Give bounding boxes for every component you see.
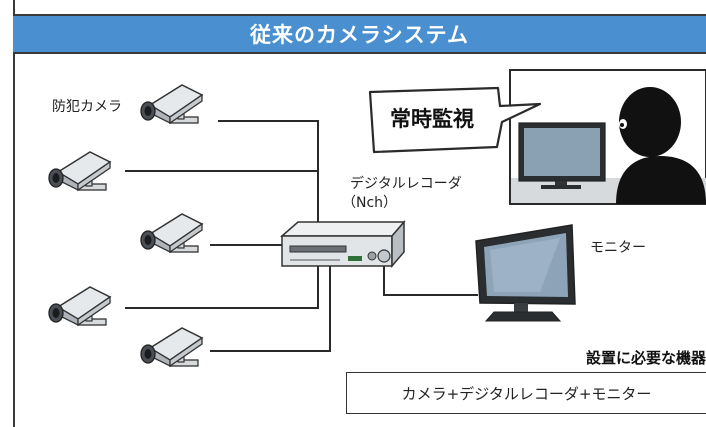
recorder-icon	[280, 219, 406, 269]
camera-icon	[140, 327, 203, 367]
speech-bubble	[368, 86, 542, 154]
camera-icon	[140, 213, 203, 253]
diagram-title: 従来のカメラシステム	[13, 14, 706, 54]
monitor-label: モニター	[590, 240, 646, 256]
camera-icon	[48, 286, 111, 326]
speech-text: 常時監視	[390, 107, 474, 131]
recorder-label: デジタルレコーダ	[350, 176, 462, 192]
observer-panel	[509, 69, 706, 205]
camera-icon	[48, 151, 111, 191]
camera-wiring	[125, 120, 478, 352]
camera-label: 防犯カメラ	[52, 99, 122, 115]
monitor-icon	[475, 224, 576, 322]
requirements-box: カメラ+デジタルレコーダ+モニター	[346, 372, 706, 414]
requirements-heading: 設置に必要な機器	[585, 349, 706, 367]
camera-icon	[140, 84, 203, 124]
recorder-channel-label: （Nch）	[342, 195, 398, 211]
diagram-frame	[13, 0, 706, 427]
